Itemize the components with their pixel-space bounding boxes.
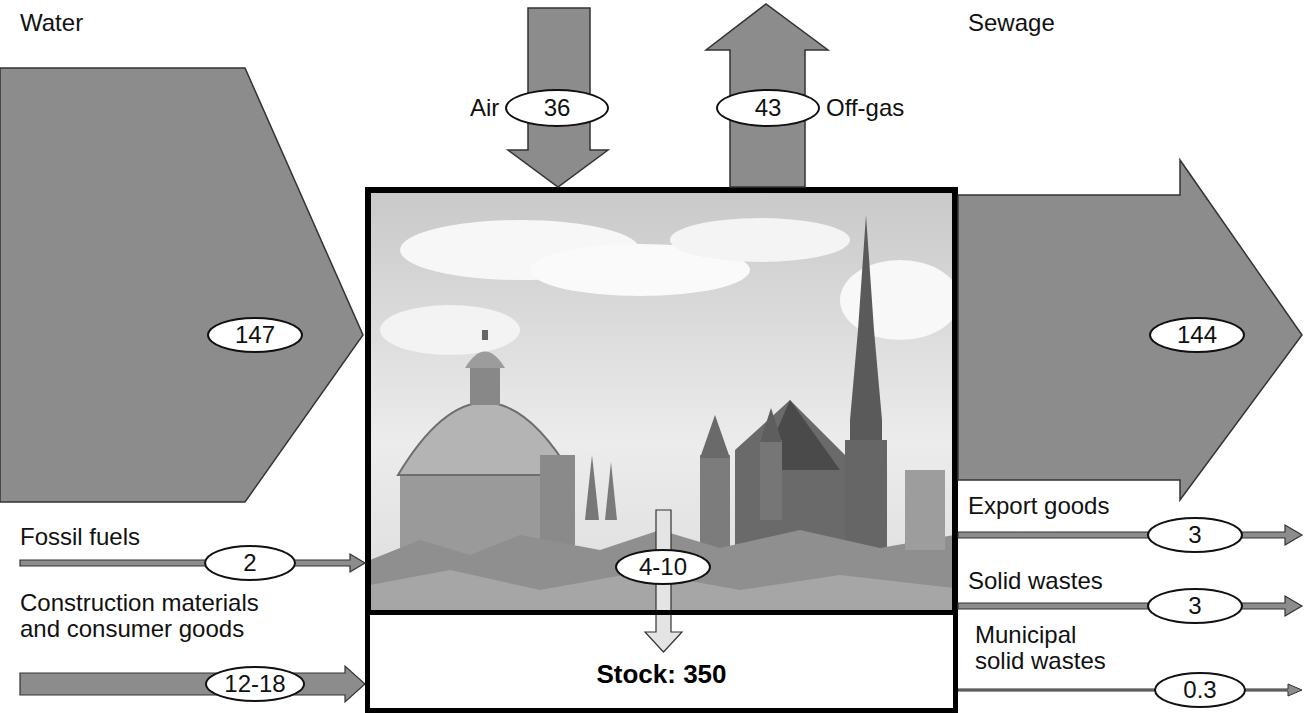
flow-value: 2 <box>243 549 256 577</box>
flow-value-oval: 43 <box>716 89 820 127</box>
flow-value-oval: 0.3 <box>1154 672 1246 708</box>
flow-value: 36 <box>544 94 571 122</box>
flow-name: Municipal solid wastes <box>975 622 1127 674</box>
flow-value-oval: 147 <box>207 317 303 353</box>
flow-name: Off-gas <box>826 95 904 121</box>
flow-value-oval: 2 <box>204 545 296 581</box>
flow-value: 144 <box>1177 321 1217 349</box>
flow-value-oval: 36 <box>505 89 609 127</box>
flow-value: 43 <box>755 94 782 122</box>
flow-name: Fossil fuels <box>20 524 140 550</box>
flow-value: 3 <box>1188 521 1201 549</box>
flow-name: Air <box>470 95 499 121</box>
flow-value-oval: 4-10 <box>615 549 711 585</box>
flow-name: Solid wastes <box>968 568 1103 594</box>
flow-name: Export goods <box>968 493 1109 519</box>
flow-value: 0.3 <box>1183 676 1216 704</box>
flow-value-oval: 3 <box>1147 517 1243 553</box>
flow-name: Construction materials and consumer good… <box>20 590 282 642</box>
flow-value-oval: 3 <box>1147 588 1243 624</box>
flow-value: 3 <box>1188 592 1201 620</box>
stock-label: Stock: 350 <box>596 659 726 690</box>
stock-box: Stock: 350 <box>365 610 958 713</box>
flow-value: 147 <box>235 321 275 349</box>
flow-value: 4-10 <box>639 553 687 581</box>
flow-value-oval: 144 <box>1149 317 1245 353</box>
flow-name: Water <box>20 10 83 36</box>
flow-value-oval: 12-18 <box>205 666 305 702</box>
flow-name: Sewage <box>968 10 1055 36</box>
flow-value: 12-18 <box>224 670 285 698</box>
